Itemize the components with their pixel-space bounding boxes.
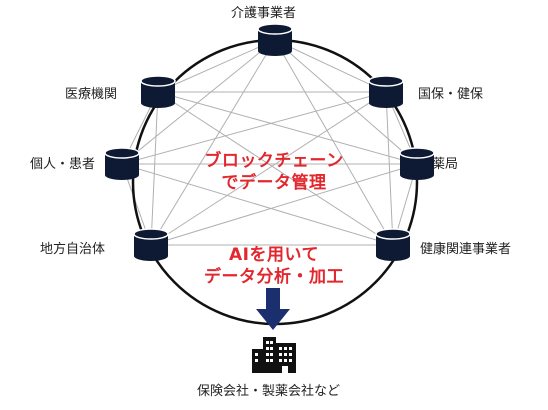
mesh-line xyxy=(274,39,418,165)
blockchain-text-line2: でデータ管理 xyxy=(221,173,327,193)
mesh-line xyxy=(121,163,394,246)
node-label-insurance: 国保・健保 xyxy=(418,87,484,102)
mesh-line xyxy=(385,91,394,246)
mesh-line xyxy=(121,39,276,165)
building-icon xyxy=(252,337,296,373)
mesh-line xyxy=(150,39,276,246)
database-icon-patient xyxy=(104,147,140,180)
mesh-line xyxy=(274,39,394,246)
blockchain-text-line1: ブロックチェーン xyxy=(204,151,344,171)
mesh-line xyxy=(274,39,387,93)
mesh-lines xyxy=(121,39,418,246)
node-label-care: 介護事業者 xyxy=(231,6,297,21)
mesh-line xyxy=(157,91,418,165)
ai-text-line2: データ分析・加工 xyxy=(204,267,344,287)
mesh-line xyxy=(157,39,276,93)
node-label-health: 健康関連事業者 xyxy=(420,242,512,257)
database-icon-insurance xyxy=(368,75,404,108)
node-label-local: 地方自治体 xyxy=(40,242,106,257)
database-icon-pharmacy xyxy=(399,147,435,180)
mesh-line xyxy=(150,91,387,246)
database-icon-health xyxy=(375,228,411,261)
database-icon-medical xyxy=(140,75,176,108)
down-arrow-icon xyxy=(256,288,290,330)
mesh-line xyxy=(121,91,387,165)
mesh-line xyxy=(150,163,418,246)
database-icon-local xyxy=(133,228,169,261)
mesh-line xyxy=(157,91,394,246)
database-nodes xyxy=(104,23,435,261)
ai-text-line1: AIを用いて xyxy=(229,245,319,265)
mesh-line xyxy=(150,91,159,246)
node-label-medical: 医療機関 xyxy=(65,87,118,102)
node-label-patient: 個人・患者 xyxy=(30,157,96,172)
target-label: 保険会社・製薬会社など xyxy=(197,384,341,399)
database-icon-care xyxy=(257,23,293,56)
node-label-pharmacy: 薬局 xyxy=(432,157,459,172)
